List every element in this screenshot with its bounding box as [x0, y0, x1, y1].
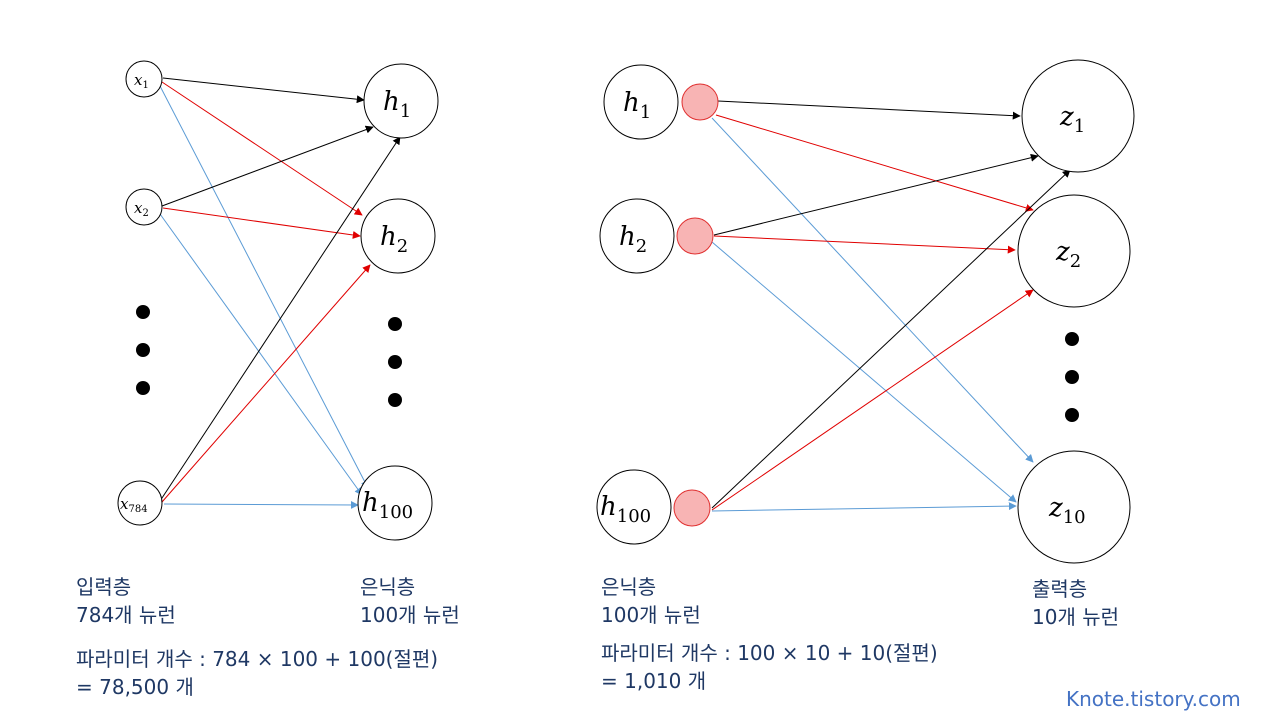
- output-layer-caption: 출력층 10개 뉴런: [1032, 575, 1119, 631]
- svg-text:h2: h2: [619, 222, 647, 257]
- svg-text:z2: z2: [1055, 237, 1081, 272]
- edge-h2-z10: [711, 241, 1017, 503]
- hidden-node-h2: [599, 198, 675, 274]
- edge-x1-h2: [161, 81, 363, 216]
- neuron-count: 100개 뉴런: [360, 603, 460, 627]
- input-layer-caption: 입력층 784개 뉴런: [76, 573, 176, 629]
- hidden-node-h1: [603, 64, 679, 140]
- layer-name: 은닉층: [360, 575, 416, 599]
- output-node-z10: [1017, 450, 1131, 564]
- layer-name: 은닉층: [601, 575, 657, 599]
- neuron-count: 100개 뉴런: [601, 603, 701, 627]
- edge-h1-z2: [715, 114, 1034, 212]
- left-parameter-count: 파라미터 개수 : 784 × 100 + 100(절편) = 78,500 개: [76, 645, 438, 701]
- edge-x2-h2: [162, 207, 361, 239]
- edge-x1-h100: [159, 85, 369, 489]
- ellipsis-dot: [1065, 408, 1079, 422]
- hidden-node-h100: [596, 469, 672, 545]
- edge-h1-z1: [717, 100, 1021, 120]
- param-formula: 파라미터 개수 : 100 × 10 + 10(절편): [601, 641, 938, 665]
- edge-h1-z10: [711, 117, 1034, 463]
- left-edges: [159, 77, 401, 509]
- ellipsis-dot: [1065, 332, 1079, 346]
- svg-text:h100: h100: [600, 492, 651, 527]
- param-formula: 파라미터 개수 : 784 × 100 + 100(절편): [76, 647, 439, 671]
- svg-text:h1: h1: [623, 88, 651, 123]
- edge-h100-z2: [711, 289, 1034, 511]
- bias-node: [676, 217, 714, 255]
- edge-x2-h100: [159, 213, 363, 496]
- edge-x2-h1: [161, 125, 374, 207]
- right-hidden-nodes: h1 h2 h100: [596, 64, 719, 545]
- edge-x1-h1: [162, 77, 365, 104]
- edge-x784-h1: [159, 136, 401, 502]
- right-output-nodes: z1 z2 z10: [1017, 59, 1135, 564]
- edge-h2-z2: [713, 235, 1016, 254]
- ellipsis-dot: [388, 317, 402, 331]
- layer-name: 입력층: [76, 575, 132, 599]
- input-node-x784: [117, 480, 163, 526]
- svg-text:z1: z1: [1059, 102, 1085, 137]
- svg-text:z10: z10: [1048, 493, 1086, 528]
- param-total: = 1,010 개: [601, 669, 707, 693]
- hidden-node-h100: [357, 465, 433, 541]
- right-parameter-count: 파라미터 개수 : 100 × 10 + 10(절편) = 1,010 개: [601, 639, 938, 695]
- ellipsis-dot: [136, 381, 150, 395]
- ellipsis-dot: [136, 305, 150, 319]
- input-node-x1: [125, 60, 163, 98]
- ellipsis-dot: [388, 355, 402, 369]
- edge-h100-z10: [711, 502, 1017, 512]
- layer-name: 출력층: [1032, 577, 1088, 601]
- neuron-count: 10개 뉴런: [1032, 605, 1120, 629]
- edge-x784-h2: [161, 264, 371, 503]
- left-hidden-nodes: h1 h2 h100: [357, 63, 439, 541]
- edge-x784-h100: [163, 500, 359, 509]
- input-node-x2: [125, 188, 163, 226]
- svg-text:x2: x2: [134, 199, 149, 219]
- hidden-layer-caption-right: 은닉층 100개 뉴런: [601, 573, 701, 629]
- svg-text:h1: h1: [383, 87, 411, 122]
- source-credit[interactable]: Knote.tistory.com: [1066, 687, 1241, 711]
- ellipsis-dot: [388, 393, 402, 407]
- ellipsis-dot: [136, 343, 150, 357]
- output-node-z2: [1017, 194, 1131, 308]
- left-input-nodes: x1 x2 x784: [117, 60, 163, 526]
- hidden-node-h2: [360, 198, 436, 274]
- param-total: = 78,500 개: [76, 675, 194, 699]
- hidden-node-h1: [363, 63, 439, 139]
- bias-node: [681, 83, 719, 121]
- svg-text:x784: x784: [120, 495, 148, 515]
- right-edges: [711, 100, 1071, 512]
- bias-node: [673, 489, 711, 527]
- neuron-count: 784개 뉴런: [76, 603, 176, 627]
- svg-text:h2: h2: [380, 222, 408, 257]
- edge-h2-z1: [713, 153, 1039, 236]
- output-node-z1: [1021, 59, 1135, 173]
- hidden-layer-caption-left: 은닉층 100개 뉴런: [360, 573, 460, 629]
- svg-text:h100: h100: [362, 488, 413, 523]
- svg-text:x1: x1: [134, 71, 149, 91]
- ellipsis-dot: [1065, 370, 1079, 384]
- edge-h100-z1: [711, 169, 1071, 509]
